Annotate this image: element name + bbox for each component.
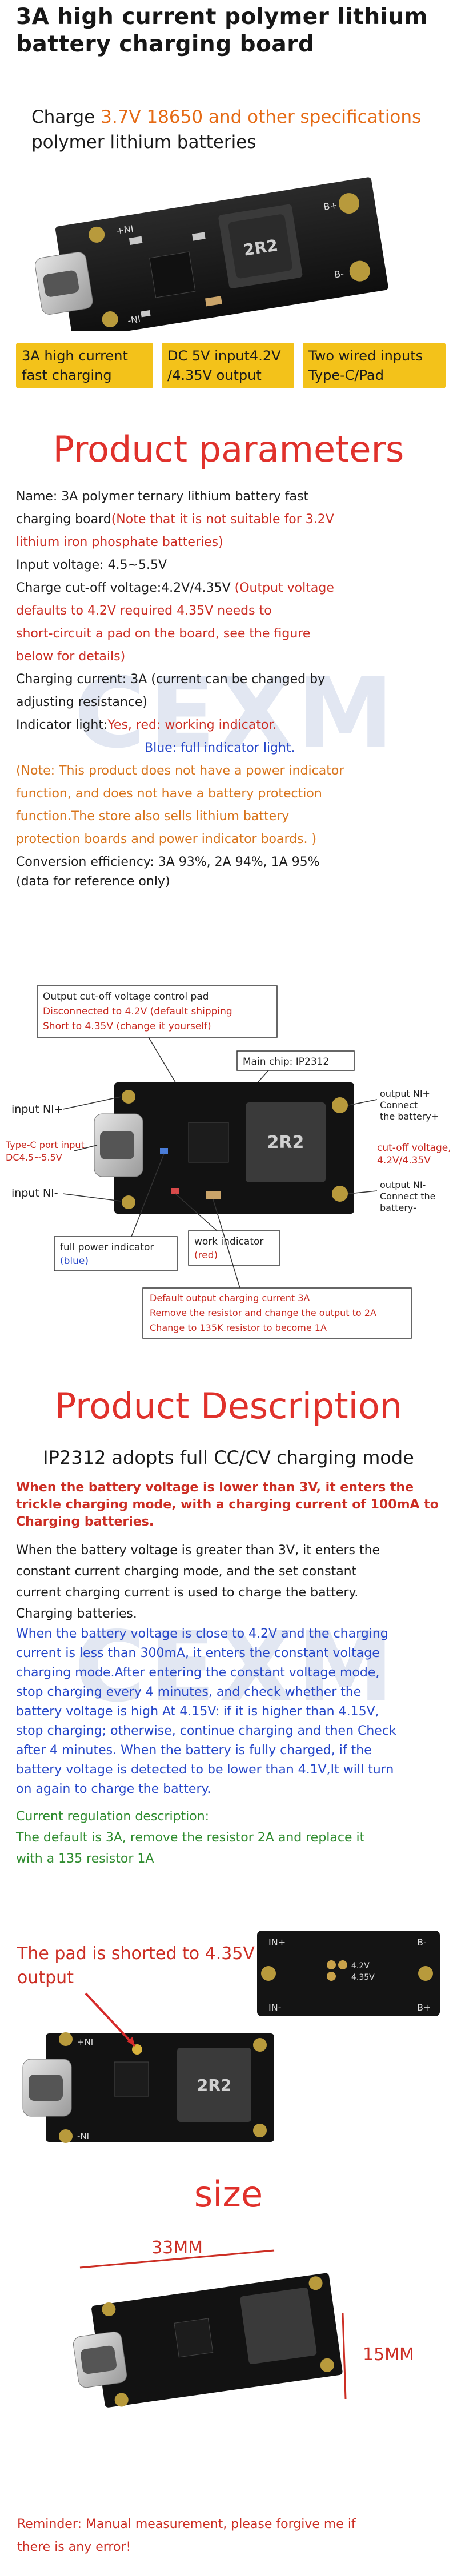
svg-text:Disconnected to 4.2V (default: Disconnected to 4.2V (default shipping (43, 1006, 232, 1017)
cutoff-pad-callout (37, 985, 278, 1038)
watermark: CEXM (74, 657, 398, 770)
svg-text:full power indicator: full power indicator (60, 1242, 154, 1253)
svg-text:-NI: -NI (77, 2131, 89, 2141)
svg-text:Type-C port input: Type-C port input (5, 1139, 85, 1150)
svg-text:B+: B+ (417, 2002, 431, 2013)
param-current: Charging current: 3A (current can be cha… (16, 672, 326, 687)
section-title-description: Product Description (54, 1385, 403, 1427)
pin-b-plus-label: B+ (323, 199, 338, 212)
watermark-2: CEXM (74, 1611, 398, 1724)
current-resistor (206, 1191, 221, 1199)
description-body: When the battery voltage is lower than 3… (16, 1479, 444, 1869)
feature-tag-inputs: Two wired inputs Type-C/Pad (303, 343, 446, 388)
chip (149, 251, 196, 298)
svg-text:input NI-: input NI- (11, 1187, 58, 1199)
pad-b-plus (339, 193, 360, 214)
subtitle: Charge 3.7V 18650 and other specificatio… (31, 107, 422, 153)
svg-text:Output cut-off voltage control: Output cut-off voltage control pad (43, 991, 209, 1002)
red-led (171, 1188, 179, 1194)
param-efficiency: Conversion efficiency: 3A 93%, 2A 94%, 1… (16, 855, 320, 869)
pad-arrow (85, 1992, 136, 2047)
section-title-parameters: Product parameters (53, 428, 404, 470)
pin-in-plus-label: +NI (115, 223, 134, 236)
pin-b-minus-label: B- (334, 268, 345, 280)
svg-text:+NI: +NI (77, 2037, 93, 2047)
shorted-pad (132, 2044, 142, 2055)
svg-text:battery-: battery- (380, 1202, 416, 1213)
pad-photo: IN+ IN- B- B+ 4.2V 4.35V 2R2 +NI -NI (22, 1931, 440, 2143)
feature-tag-fast-charging: 3A high current fast charging (16, 343, 153, 388)
size-photo: 33MM 15MM (73, 2238, 414, 2408)
board-photo: 2R2 +NI -NI B+ B- (35, 177, 388, 331)
svg-text:4.2V: 4.2V (351, 1961, 370, 1971)
svg-text:input NI+: input NI+ (11, 1103, 63, 1116)
svg-text:4.2V/4.35V: 4.2V/4.35V (377, 1155, 431, 1166)
current-callout (142, 1287, 412, 1339)
svg-text:(blue): (blue) (60, 1255, 89, 1267)
main-chip-callout (236, 1050, 355, 1071)
svg-text:IN-: IN- (268, 2002, 281, 2013)
svg-text:Remove the resistor and change: Remove the resistor and change the outpu… (150, 1307, 376, 1318)
board-diagram: Output cut-off voltage control pad Disco… (5, 985, 451, 1339)
pad-board-back (257, 1931, 440, 2016)
svg-text:Default output charging curren: Default output charging current 3A (150, 1293, 310, 1303)
desc-constant-voltage: When the battery voltage is close to 4.2… (16, 1627, 396, 1796)
svg-text:2R2: 2R2 (197, 2076, 232, 2094)
size-width: 15MM (363, 2345, 414, 2365)
param-name: Name: 3A polymer ternary lithium battery… (16, 489, 309, 504)
desc-regulation: Current regulation description: The defa… (16, 1809, 365, 1866)
svg-text:4.35V: 4.35V (351, 1973, 375, 1982)
svg-text:cut-off voltage,: cut-off voltage, (377, 1142, 451, 1154)
param-indicator: Indicator light:Yes, red: working indica… (16, 718, 277, 732)
svg-text:Change to 135K resistor to bec: Change to 135K resistor to become 1A (150, 1322, 327, 1333)
svg-text:Main chip: IP2312: Main chip: IP2312 (243, 1056, 329, 1068)
header-banner: 3A high current polymer lithium battery … (0, 0, 457, 106)
svg-text:work indicator: work indicator (194, 1236, 263, 1247)
param-note: (Note: This product does not have a powe… (16, 764, 344, 778)
size-reminder: Reminder: Manual measurement, please for… (17, 2517, 356, 2554)
pin-in-minus-label: -NI (127, 314, 141, 326)
svg-text:B-: B- (417, 1937, 427, 1948)
svg-text:Connect: Connect (380, 1100, 418, 1110)
pad-caption: The pad is shorted to 4.35V output (17, 1944, 255, 1988)
svg-text:output NI-: output NI- (380, 1179, 426, 1190)
desc-trickle: When the battery voltage is lower than 3… (16, 1480, 439, 1529)
feature-tag-input-output: DC 5V input4.2V /4.35V output (162, 343, 294, 388)
description-heading: IP2312 adopts full CC/CV charging mode (43, 1447, 414, 1468)
pad-in-minus (102, 311, 118, 328)
param-input-voltage: Input voltage: 4.5~5.5V (16, 558, 167, 572)
pad-b-minus (349, 260, 370, 282)
svg-text:2R2: 2R2 (267, 1133, 304, 1153)
svg-text:IN+: IN+ (268, 1937, 286, 1948)
diagram-inductor (246, 1102, 326, 1182)
svg-text:Connect the: Connect the (380, 1191, 436, 1202)
svg-text:the battery+: the battery+ (380, 1111, 439, 1122)
page-title: 3A high current polymer lithium battery … (16, 4, 428, 57)
pad-in-plus (89, 226, 105, 243)
section-title-size: size (194, 2173, 263, 2215)
svg-text:Short to 4.35V (change it your: Short to 4.35V (change it yourself) (43, 1021, 211, 1032)
svg-text:DC4.5~5.5V: DC4.5~5.5V (6, 1152, 62, 1163)
svg-text:output NI+: output NI+ (380, 1088, 430, 1099)
param-cutoff: Charge cut-off voltage:4.2V/4.35V (Outpu… (16, 581, 334, 595)
size-length: 33MM (151, 2238, 203, 2258)
parameters-list: Name: 3A polymer ternary lithium battery… (16, 485, 444, 890)
desc-constant-current: When the battery voltage is greater than… (16, 1543, 380, 1621)
pcb-body (55, 177, 388, 331)
blue-led (160, 1148, 168, 1154)
svg-text:(red): (red) (194, 1250, 218, 1261)
full-indicator-callout (54, 1236, 178, 1271)
work-indicator-callout (188, 1230, 280, 1266)
